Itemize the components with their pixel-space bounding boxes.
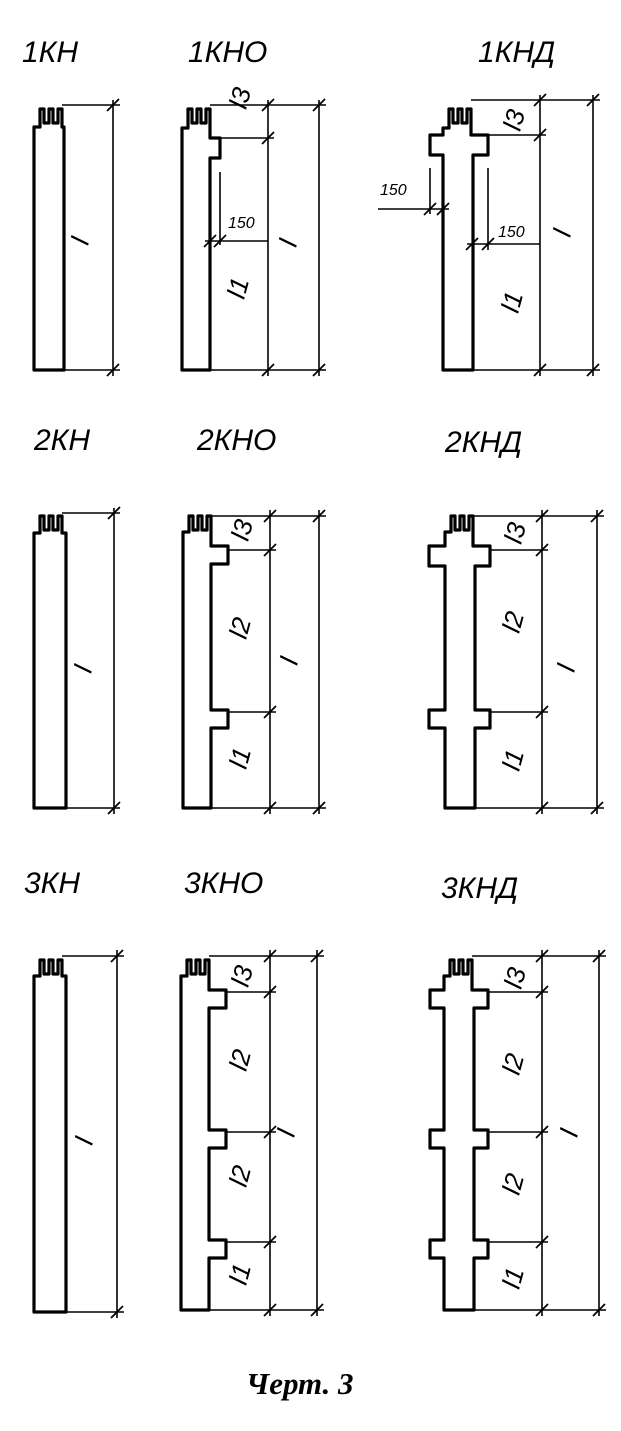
title-3kno: 3КНО [184, 867, 263, 900]
dim-l1-3kno: l1 [223, 1260, 257, 1287]
title-2knd: 2КНД [444, 426, 522, 459]
dim-l3-2knd: l3 [498, 519, 532, 547]
column-1kno: 150 l3 l1 l [180, 84, 326, 377]
dim-l-1kno: l [273, 235, 304, 250]
dim-l2b-3kno: l2 [223, 1162, 257, 1190]
title-3knd: 3КНД [441, 872, 518, 905]
column-2kno: l3 l2 l1 l [181, 509, 326, 815]
figure-caption: Черт. 3 [246, 1366, 354, 1401]
dim-l2-2kno: l2 [223, 614, 257, 642]
title-3kn: 3КН [24, 867, 80, 900]
column-2knd: l3 l2 l1 l [427, 509, 604, 815]
dim-l-2knd: l [551, 660, 582, 675]
title-1kno: 1КНО [188, 36, 267, 69]
dim-l-1knd: l [547, 225, 578, 240]
dim-l3-1knd: l3 [497, 106, 531, 134]
dim-l-2kno: l [274, 653, 305, 668]
dim-l2a-3kno: l2 [223, 1046, 257, 1074]
dim-l3-1kno: l3 [223, 84, 257, 112]
dim-l3-2kno: l3 [225, 516, 259, 544]
dim-l-2kn: l [68, 661, 99, 676]
column-2kn: l [32, 506, 121, 815]
dim-l3-3kno: l3 [225, 962, 259, 990]
dim-l1-1knd: l1 [495, 288, 529, 315]
column-1knd: 150 150 l3 l1 l [378, 93, 600, 377]
dim-l2a-3knd: l2 [496, 1050, 530, 1078]
dim-l-3kno: l [271, 1125, 302, 1140]
dim-150-1kno: 150 [228, 215, 255, 232]
dim-l1-2knd: l1 [496, 746, 530, 773]
dim-l2-2knd: l2 [496, 608, 530, 636]
title-2kn: 2КН [33, 424, 90, 457]
title-1kn: 1КН [22, 36, 78, 69]
title-1knd: 1КНД [478, 36, 555, 69]
dim-150-right-1knd: 150 [498, 224, 525, 241]
dim-l-3knd: l [554, 1125, 585, 1140]
column-3knd: l3 l2 l2 l1 l [428, 949, 606, 1317]
column-3kno: l3 l2 l2 l1 l [179, 949, 324, 1317]
title-2kno: 2КНО [196, 424, 276, 457]
dim-150-left-1knd: 150 [380, 182, 407, 199]
dim-l1-3knd: l1 [496, 1264, 530, 1291]
dim-l1-2kno: l1 [223, 744, 257, 771]
dim-l-1kn: l [65, 233, 96, 248]
dim-l1-1kno: l1 [221, 274, 255, 301]
column-1kn: l [32, 98, 120, 377]
column-3kn: l [32, 949, 124, 1319]
dim-l3-3knd: l3 [498, 964, 532, 992]
dim-l-3kn: l [69, 1133, 100, 1148]
dim-l2b-3knd: l2 [496, 1170, 530, 1198]
